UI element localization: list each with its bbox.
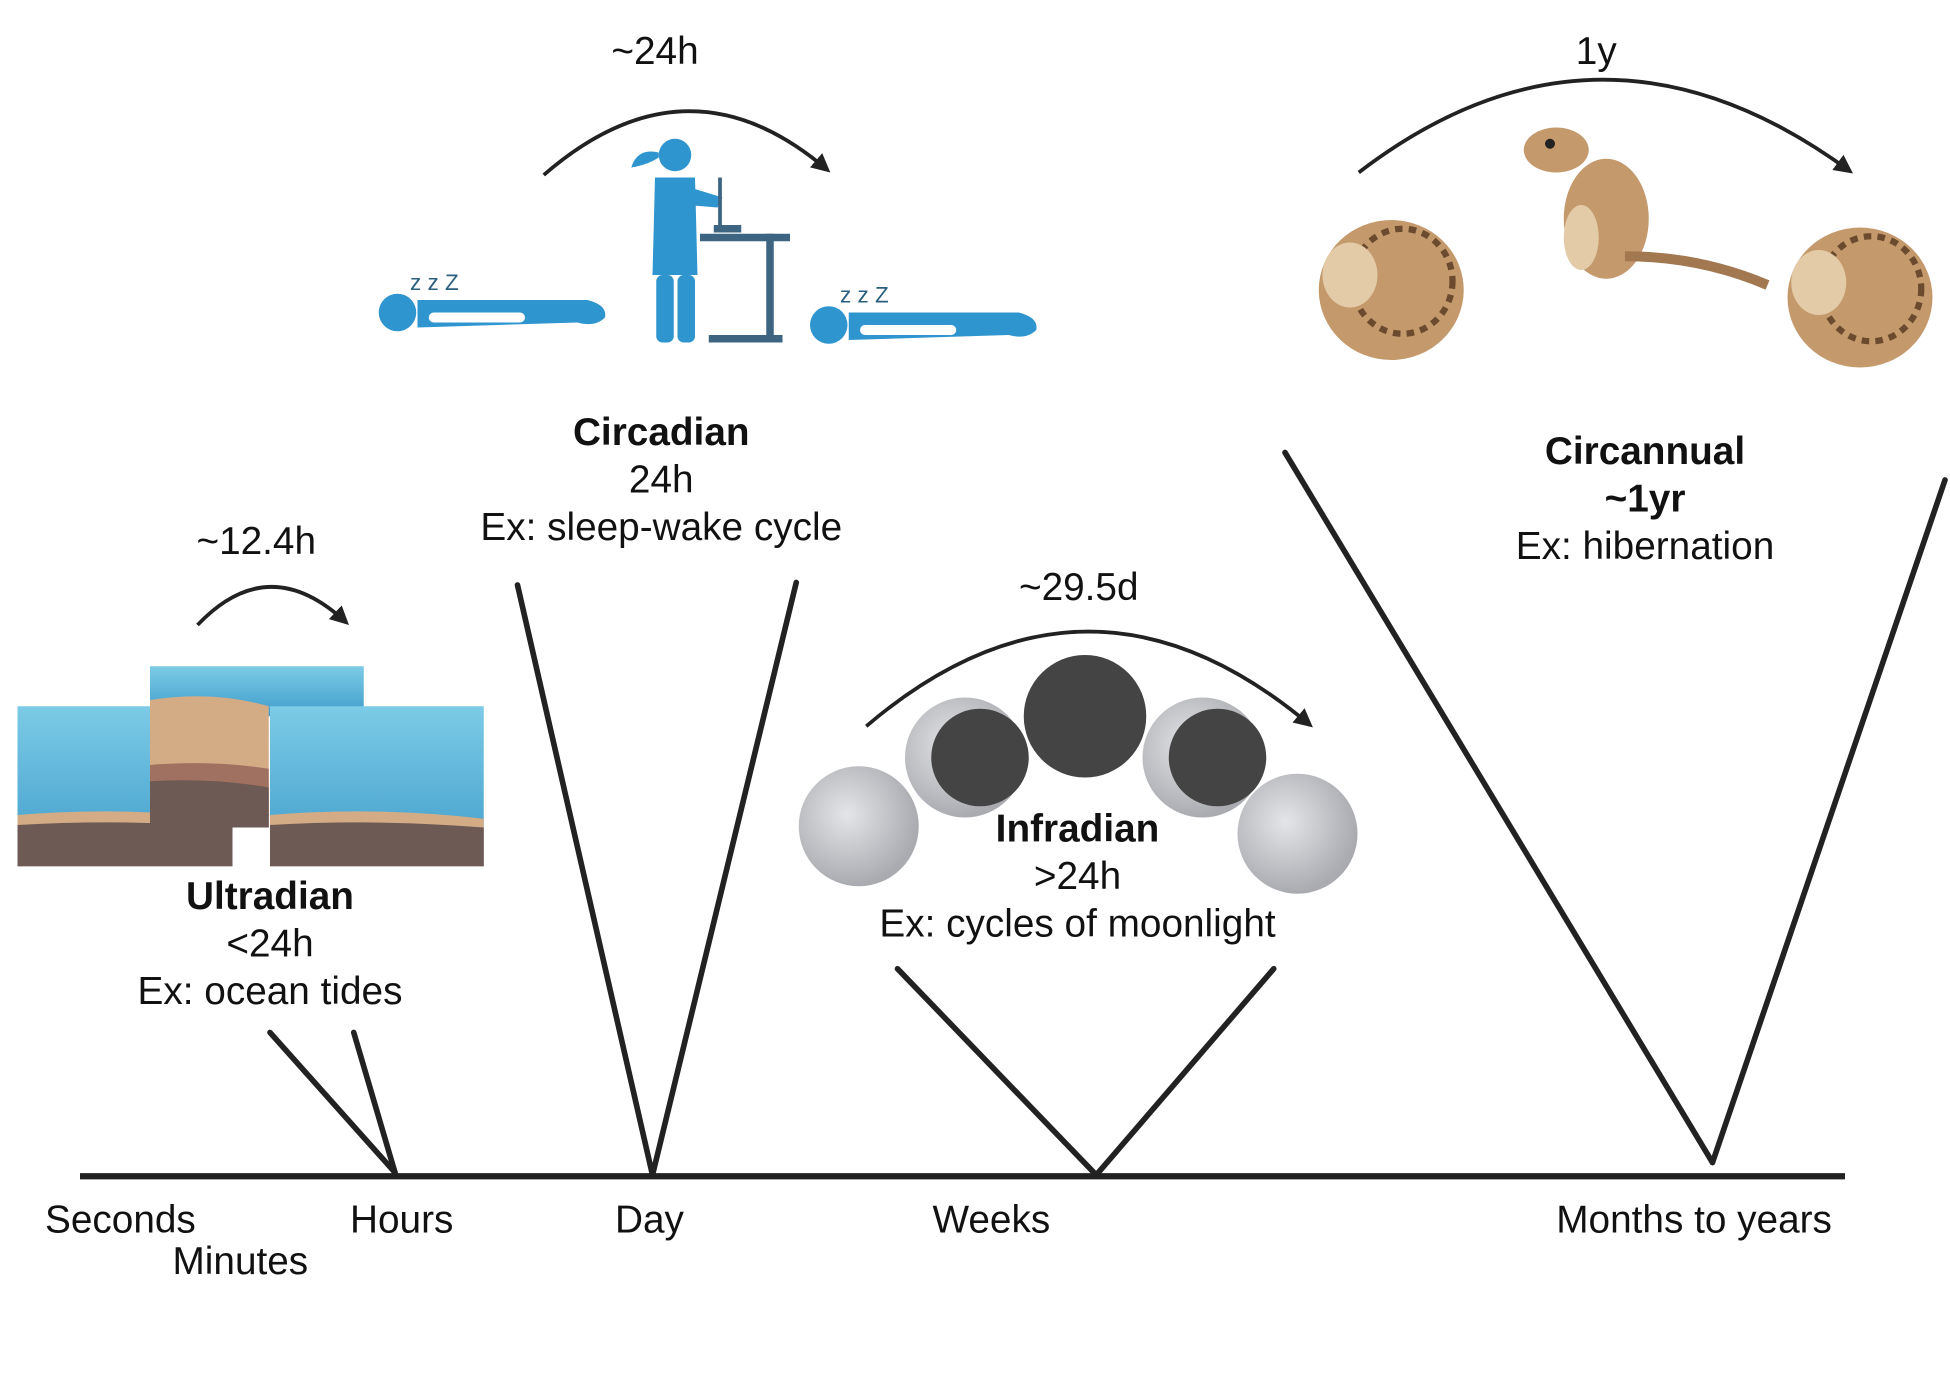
infradian-period-arc-label: ~29.5d <box>1019 566 1139 609</box>
circannual-example: Ex: hibernation <box>1516 525 1775 568</box>
ultradian-period: <24h <box>226 922 313 965</box>
axis-label-day: Day <box>615 1199 685 1242</box>
circadian-title: Circadian <box>573 411 750 454</box>
sleep-wake-illustration: z z Z z z Z <box>378 138 1037 344</box>
infradian-title: Infradian <box>996 807 1160 850</box>
scientist-icon <box>631 138 790 343</box>
full-moon-icon <box>798 766 919 887</box>
circannual-period: ~1yr <box>1605 477 1686 520</box>
infradian-pointer <box>894 965 1277 1178</box>
axis-label-minutes: Minutes <box>173 1240 309 1283</box>
sleep-z-text: z z Z <box>840 283 889 308</box>
ultradian-title: Ultradian <box>186 875 354 918</box>
axis-label-hours: Hours <box>350 1199 453 1242</box>
curled-squirrel-icon <box>1318 220 1464 360</box>
ultradian-example: Ex: ocean tides <box>138 970 403 1013</box>
circannual-pointer <box>1282 449 1948 1166</box>
ocean-tides-illustration <box>17 666 484 867</box>
sleep-z-text: z z Z <box>410 270 459 295</box>
hibernating-squirrel-illustration <box>1318 127 1933 368</box>
infradian-example: Ex: cycles of moonlight <box>879 902 1276 945</box>
ultradian-period-arc-label: ~12.4h <box>196 520 316 563</box>
axis-label-months-to-years: Months to years <box>1556 1199 1832 1242</box>
circannual-cycle-arrow <box>1357 77 1854 174</box>
circadian-pointer <box>514 579 800 1178</box>
infradian-period: >24h <box>1034 855 1121 898</box>
standing-squirrel-icon <box>1523 127 1770 290</box>
circadian-cycle-arrow <box>542 109 831 177</box>
axis-label-seconds: Seconds <box>45 1199 196 1242</box>
full-moon-icon <box>1237 773 1358 894</box>
moon-phases-illustration <box>798 655 1358 894</box>
sleeping-person-icon: z z Z <box>810 283 1037 344</box>
circadian-period: 24h <box>629 459 694 502</box>
ultradian-pointer <box>267 1029 398 1176</box>
infradian-cycle-arrow <box>865 629 1313 728</box>
curled-squirrel-icon <box>1787 227 1933 368</box>
circadian-example: Ex: sleep-wake cycle <box>480 506 842 549</box>
ultradian-cycle-arrow <box>196 585 349 627</box>
sleeping-person-icon: z z Z <box>378 270 606 332</box>
new-moon-icon <box>1023 655 1147 778</box>
axis-label-weeks: Weeks <box>933 1199 1051 1242</box>
circannual-period-arc-label: 1y <box>1576 30 1618 73</box>
circannual-title: Circannual <box>1545 430 1745 473</box>
circadian-period-arc-label: ~24h <box>611 30 698 73</box>
